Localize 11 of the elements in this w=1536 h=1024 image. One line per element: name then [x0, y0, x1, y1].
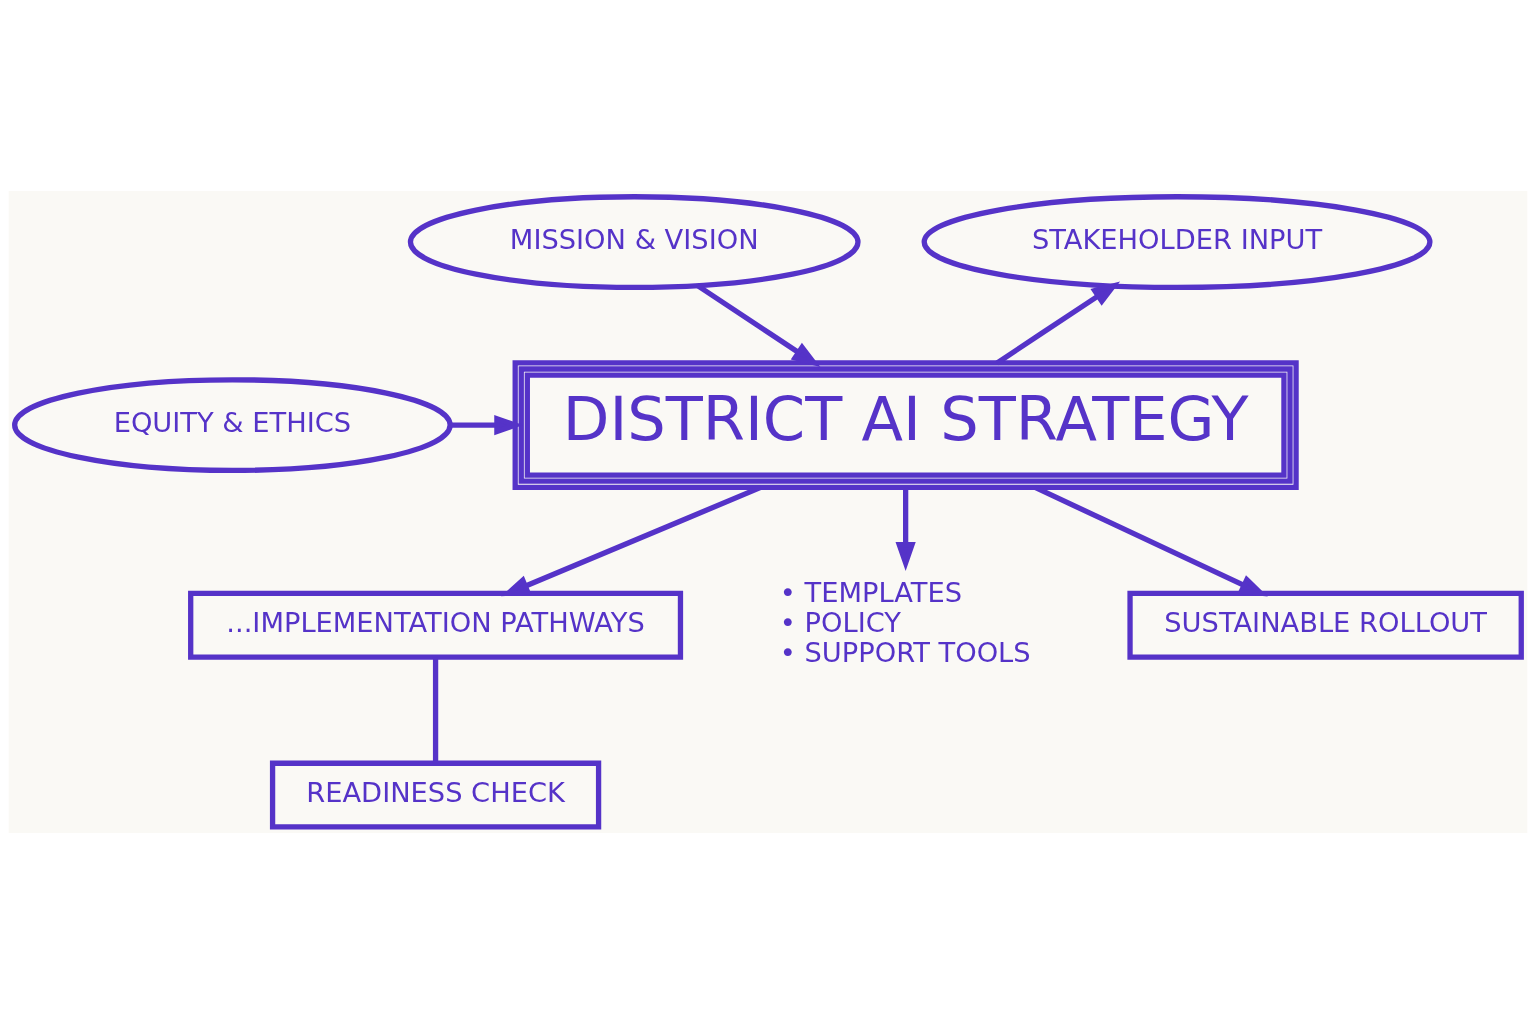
node-ellipse: STAKEHOLDER INPUT — [921, 194, 1433, 291]
node-ellipse: MISSION & VISION — [407, 194, 861, 291]
arrow — [995, 281, 1121, 366]
node-box: DISTRICT AI STRATEGY — [512, 360, 1299, 490]
node-box: SUSTAINABLE ROLLOUT — [1127, 590, 1524, 660]
node-text: • TEMPLATES • POLICY • SUPPORT TOOLS — [779, 576, 1031, 669]
node-ellipse: EQUITY & ETHICS — [12, 377, 453, 474]
connector — [432, 657, 439, 764]
node-box: READINESS CHECK — [269, 760, 602, 830]
arrow — [895, 487, 916, 571]
node-box: ...IMPLEMENTATION PATHWAYS — [188, 590, 684, 660]
